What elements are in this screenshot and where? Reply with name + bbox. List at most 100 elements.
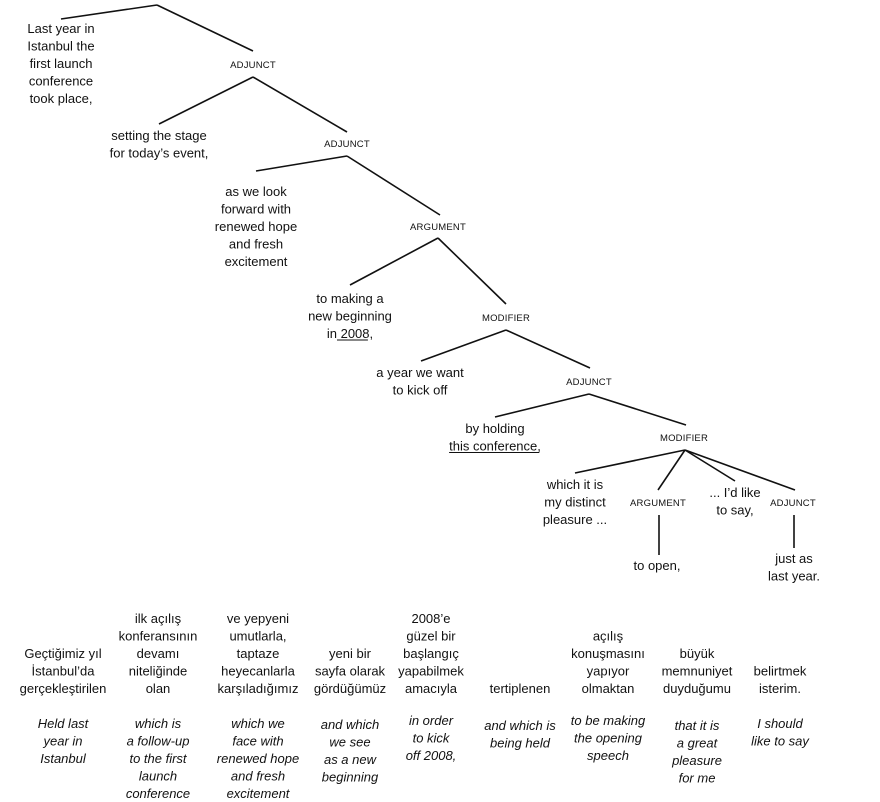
turkish-line: gördüğümüz bbox=[314, 681, 386, 696]
turkish-line: ve yepyeni bbox=[227, 611, 289, 626]
english-line: off 2008, bbox=[406, 748, 457, 763]
leaf-line: as we look bbox=[225, 184, 287, 199]
english-line: which is bbox=[135, 716, 182, 731]
tree-edge bbox=[684, 449, 796, 491]
leaf-line: my distinct bbox=[544, 495, 606, 510]
leaf-line: setting the stage bbox=[111, 128, 206, 143]
leaf-line: first launch bbox=[30, 56, 93, 71]
turkish-line: isterim. bbox=[759, 681, 801, 696]
english-line: a follow-up bbox=[127, 734, 190, 749]
english-line: excitement bbox=[227, 786, 291, 801]
tree-edge bbox=[420, 329, 507, 362]
english-line: and which is bbox=[484, 718, 556, 733]
leaf-line: by holding bbox=[465, 421, 524, 436]
tree-edge bbox=[156, 4, 254, 52]
leaf-phrase: ... I’d like to say, bbox=[709, 485, 760, 518]
english-line: beginning bbox=[322, 770, 379, 785]
english-line: speech bbox=[587, 748, 629, 763]
turkish-line: karşıladığımız bbox=[218, 681, 299, 696]
turkish-line: konferansının bbox=[119, 629, 198, 644]
english-line: like to say bbox=[751, 734, 810, 749]
node-label-adjunct: ADJUNCT bbox=[770, 498, 816, 509]
leaf-line: last year. bbox=[768, 569, 820, 584]
turkish-line: 2008’e bbox=[411, 611, 450, 626]
node-label-modifier: MODIFIER bbox=[660, 433, 708, 444]
leaf-line: Istanbul the bbox=[27, 39, 94, 54]
turkish-line: taptaze bbox=[237, 646, 280, 661]
turkish-segment: ve yepyeniumutlarla,taptazeheyecanlarlak… bbox=[218, 611, 299, 696]
leaf-line: forward with bbox=[221, 202, 291, 217]
leaf-line: for today’s event, bbox=[110, 146, 209, 161]
turkish-line: yapıyor bbox=[587, 664, 630, 679]
leaf-line: renewed hope bbox=[215, 219, 297, 234]
leaf-line: ... I’d like bbox=[709, 485, 760, 500]
tree-edge bbox=[437, 237, 507, 305]
turkish-line: konuşmasını bbox=[571, 646, 645, 661]
leaf-line: to making a bbox=[316, 291, 384, 306]
leaf-line: to say, bbox=[716, 503, 753, 518]
turkish-line: olan bbox=[146, 681, 171, 696]
leaf-line: new beginning bbox=[308, 309, 392, 324]
leaf-line: just as bbox=[774, 551, 813, 566]
turkish-line: tertiplenen bbox=[490, 681, 551, 696]
tree-edge bbox=[684, 449, 736, 482]
turkish-line: ilk açılış bbox=[135, 611, 182, 626]
english-line: being held bbox=[490, 736, 551, 751]
tree-edge bbox=[574, 449, 686, 474]
leaf-phrase: which it is my distinct pleasure ... bbox=[543, 477, 607, 527]
turkish-line: yapabilmek bbox=[398, 664, 464, 679]
english-line: in order bbox=[409, 713, 454, 728]
english-line: we see bbox=[329, 735, 370, 750]
turkish-segment: yeni bir sayfa olarak gördüğümüz bbox=[314, 646, 386, 696]
english-line: conference bbox=[126, 786, 190, 801]
english-line: and fresh bbox=[231, 769, 285, 784]
leaf-phrase: setting the stage for today’s event, bbox=[110, 128, 209, 161]
english-line: to the first bbox=[129, 751, 187, 766]
leaf-line: which it is bbox=[546, 477, 604, 492]
english-line: to kick bbox=[413, 731, 451, 746]
node-label-argument: ARGUMENT bbox=[410, 222, 466, 233]
turkish-line: duyduğumu bbox=[663, 681, 731, 696]
turkish-line: İstanbul’da bbox=[32, 664, 96, 679]
turkish-line: amacıyla bbox=[405, 681, 458, 696]
english-line: renewed hope bbox=[217, 751, 299, 766]
turkish-line: yeni bir bbox=[329, 646, 372, 661]
english-line: face with bbox=[232, 734, 283, 749]
node-label-argument: ARGUMENT bbox=[630, 498, 686, 509]
english-line: Held last bbox=[38, 716, 90, 731]
english-line: pleasure bbox=[671, 753, 722, 768]
leaf-phrase: just as last year. bbox=[768, 551, 820, 584]
tree-edge bbox=[505, 329, 591, 369]
tree-edge bbox=[252, 76, 348, 133]
english-line: for me bbox=[679, 771, 716, 786]
leaf-line: in 2008, bbox=[327, 326, 373, 341]
english-gloss: Held last year in Istanbul bbox=[38, 716, 90, 766]
leaf-line: excitement bbox=[225, 254, 288, 269]
turkish-segment: ilk açılışkonferansınındevamıniteliğinde… bbox=[119, 611, 198, 696]
turkish-line: sayfa olarak bbox=[315, 664, 386, 679]
english-line: launch bbox=[139, 769, 177, 784]
leaf-phrase: to making a new beginning in 2008, bbox=[308, 291, 392, 341]
leaf-line: a year we want bbox=[376, 365, 464, 380]
english-line: Istanbul bbox=[40, 751, 87, 766]
leaf-line: pleasure ... bbox=[543, 512, 607, 527]
node-label-adjunct: ADJUNCT bbox=[230, 60, 276, 71]
turkish-line: açılış bbox=[593, 629, 624, 644]
leaf-phrase: to open, bbox=[634, 558, 681, 573]
english-line: to be making bbox=[571, 713, 646, 728]
turkish-line: güzel bir bbox=[406, 629, 456, 644]
turkish-line: heyecanlarla bbox=[221, 664, 295, 679]
english-line: year in bbox=[42, 734, 82, 749]
turkish-line: gerçekleştirilen bbox=[20, 681, 107, 696]
